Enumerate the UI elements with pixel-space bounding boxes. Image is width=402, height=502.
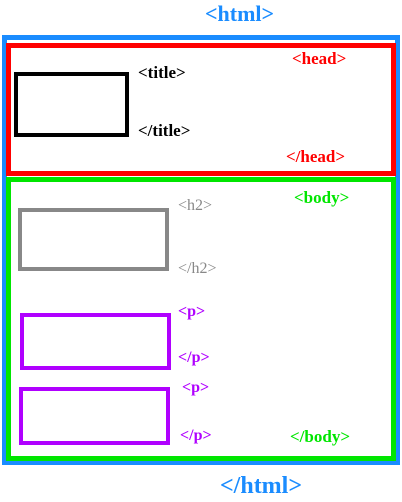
paragraph-element-box (20, 313, 171, 370)
html-close-tag-label: </html> (220, 473, 303, 499)
title-open-tag-label: <title> (138, 63, 186, 82)
paragraph-close-tag-label: </p> (178, 349, 210, 366)
paragraph-open-tag-label: <p> (178, 303, 206, 320)
paragraph-close-tag-label: </p> (180, 427, 212, 444)
h2-open-tag-label: <h2> (178, 197, 213, 214)
head-open-tag-label: <head> (292, 49, 347, 68)
paragraph-open-tag-label: <p> (182, 379, 210, 396)
body-close-tag-label: </body> (290, 427, 351, 446)
title-close-tag-label: </title> (138, 121, 191, 140)
head-close-tag-label: </head> (286, 147, 346, 166)
head-element-box (6, 43, 396, 176)
html-open-tag-label: <html> (205, 1, 275, 26)
paragraph-element-box (19, 387, 170, 445)
h2-element-box (18, 208, 169, 271)
body-element-box (6, 177, 396, 461)
html-element-box (2, 35, 400, 465)
body-open-tag-label: <body> (294, 188, 350, 207)
title-element-box (14, 72, 129, 137)
h2-close-tag-label: </h2> (178, 260, 217, 277)
